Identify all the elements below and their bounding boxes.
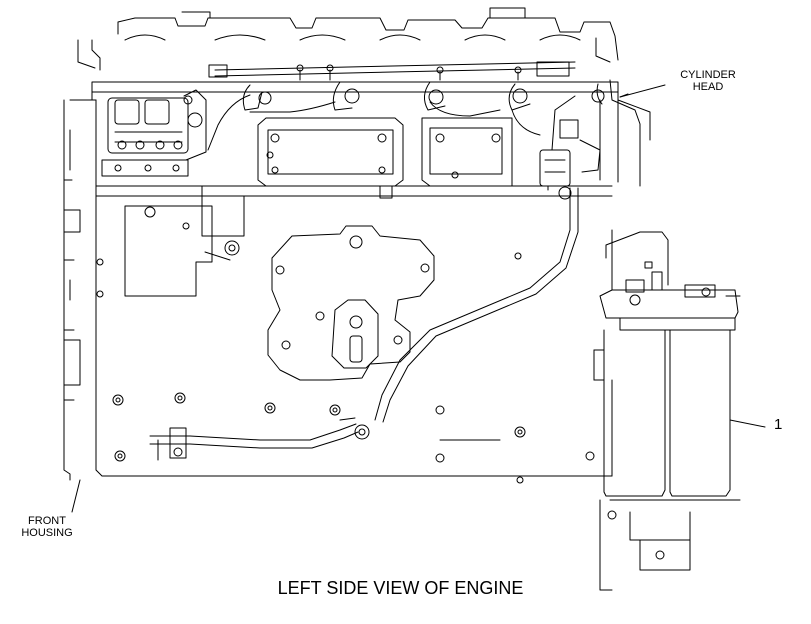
front-housing-leader <box>72 480 80 512</box>
valve-cover <box>78 8 618 70</box>
injector-lines <box>208 65 604 150</box>
engine-block <box>64 100 612 480</box>
fuel-filter <box>594 232 765 590</box>
cylinder-head-label-line2: HEAD <box>692 81 724 93</box>
cylinder-head <box>92 62 665 186</box>
cover-plate <box>268 226 434 380</box>
front-housing-label: FRONT HOUSING <box>14 515 80 539</box>
fuel-pump <box>102 90 206 176</box>
diagram-caption: LEFT SIDE VIEW OF ENGINE <box>0 578 811 599</box>
fuel-fittings <box>540 120 600 199</box>
cylinder-head-label: CYLINDER HEAD <box>668 69 748 93</box>
upper-panels <box>258 118 512 198</box>
lower-bracket <box>125 186 244 296</box>
diagram-caption-text: LEFT SIDE VIEW OF ENGINE <box>277 578 524 598</box>
cylinder-head-label-line1: CYLINDER <box>680 69 736 81</box>
front-housing-label-line1: FRONT <box>28 515 66 527</box>
callout-number-1: 1 <box>774 416 783 433</box>
front-housing-label-line2: HOUSING <box>21 527 73 539</box>
fuel-line <box>150 188 578 460</box>
block-bolts <box>97 253 594 483</box>
